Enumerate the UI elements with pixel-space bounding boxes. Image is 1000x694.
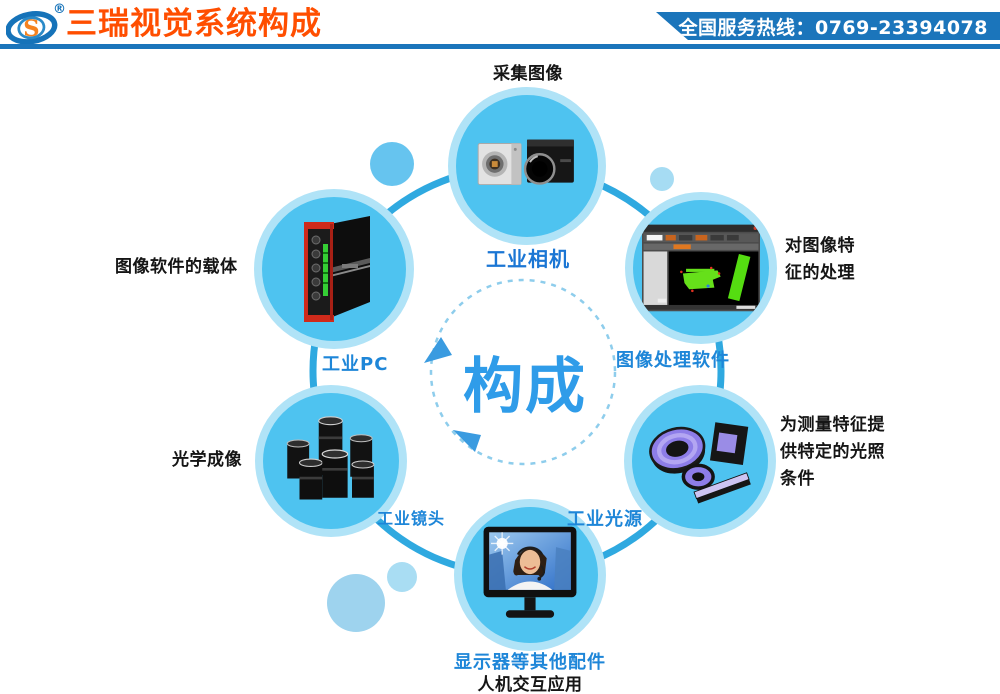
software-screenshot-image	[642, 224, 760, 312]
lens-product-image	[286, 416, 375, 500]
node-industrial-lens	[255, 385, 407, 537]
svg-text:S: S	[23, 16, 39, 42]
hotline-banner: 全国服务热线：0769-23394078	[656, 12, 1000, 40]
node-industrial-pc	[254, 189, 414, 349]
decor-bubble	[650, 167, 674, 191]
label-industrial-lens: 工业镜头	[377, 509, 446, 528]
monitor-product-image	[483, 526, 577, 618]
header: S ® 三瑞视觉系统构成 全国服务热线：0769-23394078	[0, 0, 1000, 49]
annotation-lighting-conditions: 为测量特征提 供特定的光照 条件	[780, 415, 885, 489]
decor-bubble	[327, 574, 385, 632]
annotation-software-carrier: 图像软件的载体	[115, 257, 238, 277]
composition-diagram: 构成 工业相机 图像处理软件 工业光源 显示器等其他配件 工业镜头 工业PC 采…	[0, 49, 1000, 694]
node-industrial-camera	[448, 87, 606, 245]
led-light-product-image	[649, 422, 751, 504]
annotation-optical-imaging: 光学成像	[172, 450, 242, 470]
node-image-processing-software	[625, 192, 777, 344]
decor-bubble	[387, 562, 417, 592]
brand-logo: S ®	[5, 2, 68, 46]
center-title: 构成	[463, 352, 587, 422]
registered-mark: ®	[53, 2, 66, 17]
center-dashed-circle	[429, 278, 617, 466]
label-monitor-and-accessories: 显示器等其他配件	[454, 652, 606, 673]
annotation-human-interaction: 人机交互应用	[477, 675, 583, 694]
header-divider	[0, 44, 1000, 49]
camera-product-image	[477, 139, 574, 186]
node-industrial-light-source	[624, 385, 776, 537]
annotation-capture-image: 采集图像	[493, 64, 563, 84]
industrial-pc-product-image	[304, 216, 370, 322]
page-title: 三瑞视觉系统构成	[66, 6, 322, 42]
label-industrial-pc: 工业PC	[322, 354, 389, 375]
label-industrial-light-source: 工业光源	[567, 509, 643, 530]
node-monitor-and-accessories	[454, 499, 606, 651]
decor-bubble	[370, 142, 414, 186]
cycle-arrow-bottom-icon	[453, 430, 481, 452]
label-industrial-camera: 工业相机	[486, 247, 570, 271]
label-image-processing-software: 图像处理软件	[616, 350, 730, 371]
cycle-arrow-top-icon	[424, 337, 452, 363]
annotation-feature-processing: 对图像特 征的处理	[785, 236, 855, 283]
eye-logo-icon: S	[5, 11, 58, 45]
hotline-text: 全国服务热线：0769-23394078	[678, 16, 988, 39]
